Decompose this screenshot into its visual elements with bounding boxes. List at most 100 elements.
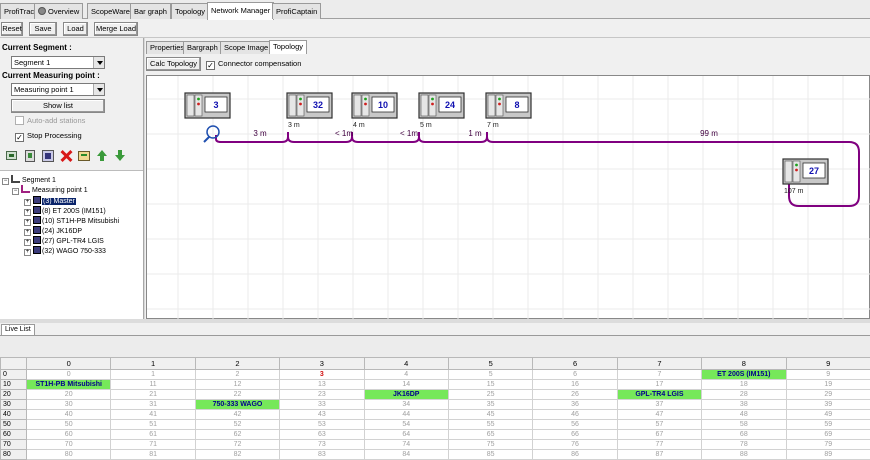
tab-properties[interactable]: Properties xyxy=(146,41,189,54)
address-cell[interactable]: 66 xyxy=(532,429,618,440)
address-cell[interactable]: 50 xyxy=(25,419,112,430)
calc-topology-button[interactable]: Calc Topology xyxy=(146,57,201,71)
address-cell[interactable]: 69 xyxy=(785,429,870,440)
address-cell[interactable]: 57 xyxy=(616,419,703,430)
address-cell[interactable]: 88 xyxy=(701,449,787,460)
address-cell[interactable]: 67 xyxy=(616,429,703,440)
address-cell[interactable]: 87 xyxy=(616,449,703,460)
tree-item-device[interactable]: +(24) JK16DP xyxy=(24,226,82,236)
address-cell[interactable]: 78 xyxy=(701,439,787,450)
tree-item-device[interactable]: +(27) GPL-TR4 LGIS xyxy=(24,236,104,246)
address-cell[interactable]: 38 xyxy=(701,399,787,410)
station-cell[interactable]: GPL-TR4 LGIS xyxy=(616,389,703,400)
address-cell[interactable]: 55 xyxy=(447,419,534,430)
address-cell[interactable]: 26 xyxy=(532,389,618,400)
tab-scope-image[interactable]: Scope Image xyxy=(220,41,273,54)
address-cell[interactable]: 15 xyxy=(447,379,534,390)
connector-compensation-checkbox[interactable]: ✓Connector compensation xyxy=(206,59,301,70)
address-cell[interactable]: 28 xyxy=(701,389,787,400)
address-cell[interactable]: 59 xyxy=(785,419,870,430)
horizontal-splitter[interactable] xyxy=(0,319,870,323)
address-cell[interactable]: 56 xyxy=(532,419,618,430)
address-cell[interactable]: 2 xyxy=(194,369,281,380)
address-cell[interactable]: 77 xyxy=(616,439,703,450)
expand-icon[interactable]: + xyxy=(24,209,31,216)
address-cell[interactable]: 25 xyxy=(447,389,534,400)
address-cell[interactable]: 60 xyxy=(25,429,112,440)
tab-bar-graph[interactable]: Bar graph xyxy=(130,3,171,19)
address-cell[interactable]: 11 xyxy=(110,379,196,390)
expand-icon[interactable]: + xyxy=(24,229,31,236)
tree-item-measuring-point[interactable]: −Measuring point 1 xyxy=(12,185,88,195)
measuring-point-select[interactable]: Measuring point 1 xyxy=(11,83,105,96)
address-cell[interactable]: 33 xyxy=(279,399,365,410)
reset-button[interactable]: Reset xyxy=(1,22,23,36)
address-cell[interactable]: 49 xyxy=(785,409,870,420)
tab-bargraph[interactable]: Bargraph xyxy=(183,41,222,54)
address-cell[interactable]: 22 xyxy=(194,389,281,400)
address-cell[interactable]: 17 xyxy=(616,379,703,390)
stop-processing-checkbox[interactable]: ✓Stop Processing xyxy=(15,131,82,142)
device-properties-icon[interactable] xyxy=(39,147,55,163)
merge-load-button[interactable]: Merge Load xyxy=(94,22,138,36)
move-down-icon[interactable] xyxy=(111,147,127,163)
address-cell[interactable]: 61 xyxy=(110,429,196,440)
address-cell[interactable]: 48 xyxy=(701,409,787,420)
address-cell[interactable]: 12 xyxy=(194,379,281,390)
address-cell[interactable]: 41 xyxy=(110,409,196,420)
address-cell[interactable]: 64 xyxy=(363,429,449,440)
address-cell[interactable]: 62 xyxy=(194,429,281,440)
address-cell[interactable]: 23 xyxy=(279,389,365,400)
address-cell[interactable]: 86 xyxy=(532,449,618,460)
address-cell[interactable]: 16 xyxy=(532,379,618,390)
collapse-icon[interactable]: − xyxy=(2,178,9,185)
address-cell[interactable]: 4 xyxy=(363,369,449,380)
address-cell[interactable]: 31 xyxy=(110,399,196,410)
address-cell[interactable]: 70 xyxy=(25,439,112,450)
address-cell[interactable]: 30 xyxy=(25,399,112,410)
auto-add-stations-checkbox[interactable]: Auto-add stations xyxy=(15,116,85,125)
address-cell[interactable]: 34 xyxy=(363,399,449,410)
tree-item-device[interactable]: +(10) ST1H-PB Mitsubishi xyxy=(24,216,119,226)
address-cell[interactable]: 7 xyxy=(616,369,703,380)
address-cell[interactable]: 47 xyxy=(616,409,703,420)
address-cell[interactable]: 46 xyxy=(532,409,618,420)
address-cell[interactable]: 85 xyxy=(447,449,534,460)
move-up-icon[interactable] xyxy=(93,147,109,163)
address-cell[interactable]: 83 xyxy=(279,449,365,460)
address-cell[interactable]: 18 xyxy=(701,379,787,390)
scan-network-icon[interactable] xyxy=(3,147,19,163)
address-cell[interactable]: 1 xyxy=(110,369,196,380)
address-cell[interactable]: 74 xyxy=(363,439,449,450)
expand-icon[interactable]: + xyxy=(24,249,31,256)
address-cell[interactable]: 39 xyxy=(785,399,870,410)
address-cell[interactable]: 81 xyxy=(110,449,196,460)
tree-item-device[interactable]: +(32) WAGO 750-333 xyxy=(24,246,106,256)
station-cell[interactable]: ST1H-PB Mitsubishi xyxy=(25,379,112,390)
collapse-icon[interactable]: − xyxy=(12,188,19,195)
tab-proficaptain[interactable]: ProfiCaptain xyxy=(272,3,322,19)
station-cell[interactable]: ET 200S (IM151) xyxy=(701,369,787,380)
tab-overview[interactable]: Overview xyxy=(34,3,84,19)
address-cell[interactable]: 40 xyxy=(25,409,112,420)
address-cell[interactable]: 29 xyxy=(785,389,870,400)
address-cell[interactable]: 13 xyxy=(279,379,365,390)
add-device-icon[interactable] xyxy=(21,147,37,163)
address-cell[interactable]: 5 xyxy=(447,369,534,380)
address-cell[interactable]: 82 xyxy=(194,449,281,460)
tree-item-device[interactable]: +(3) Master xyxy=(24,196,76,206)
address-cell[interactable]: 35 xyxy=(447,399,534,410)
tab-network-manager[interactable]: Network Manager xyxy=(207,2,275,20)
station-cell[interactable]: JK16DP xyxy=(363,389,449,400)
panel-splitter[interactable] xyxy=(143,38,145,320)
tree-item-device[interactable]: +(8) ET 200S (IM151) xyxy=(24,206,106,216)
tab-topology[interactable]: Topology xyxy=(171,3,210,19)
address-cell[interactable]: 20 xyxy=(25,389,112,400)
load-button[interactable]: Load xyxy=(63,22,88,36)
address-cell[interactable]: 63 xyxy=(279,429,365,440)
address-cell[interactable]: 89 xyxy=(785,449,870,460)
save-button[interactable]: Save xyxy=(29,22,57,36)
address-cell[interactable]: 58 xyxy=(701,419,787,430)
address-cell[interactable]: 51 xyxy=(110,419,196,430)
address-cell[interactable]: 14 xyxy=(363,379,449,390)
